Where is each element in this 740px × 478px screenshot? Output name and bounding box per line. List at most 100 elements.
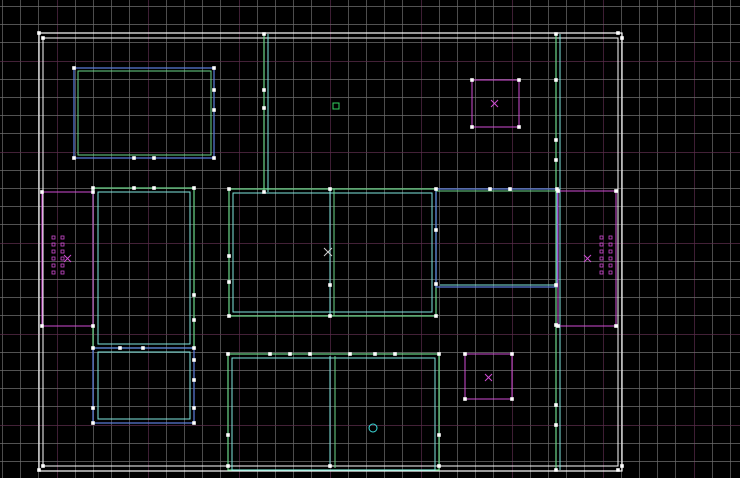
room-center-cross-icon[interactable] (583, 254, 592, 263)
entity-zone-right[interactable] (557, 190, 617, 327)
room-center-cross-icon[interactable] (63, 254, 72, 263)
vertex-handle-icon[interactable] (132, 156, 136, 160)
vertex-handle-icon[interactable] (226, 464, 230, 468)
entity-dot[interactable] (60, 263, 65, 268)
entity-dot[interactable] (608, 249, 613, 254)
entity-dot[interactable] (60, 256, 65, 261)
room-left-lower[interactable] (92, 347, 195, 424)
vertex-handle-icon[interactable] (91, 406, 95, 410)
entity-dot[interactable] (51, 235, 56, 240)
vertex-handle-icon[interactable] (37, 31, 41, 35)
room-top-left-inner[interactable] (77, 70, 212, 156)
vertex-handle-icon[interactable] (40, 190, 44, 194)
entity-dot[interactable] (51, 242, 56, 247)
vertex-handle-icon[interactable] (555, 187, 559, 191)
light-entity-icon[interactable] (332, 102, 340, 110)
vertex-handle-icon[interactable] (227, 187, 231, 191)
vertex-handle-icon[interactable] (463, 397, 467, 401)
room-center-cross-icon[interactable] (490, 99, 499, 108)
vertex-handle-icon[interactable] (192, 346, 196, 350)
vertex-handle-icon[interactable] (91, 421, 95, 425)
vertex-handle-icon[interactable] (508, 187, 512, 191)
vertex-handle-icon[interactable] (437, 352, 441, 356)
room-left-middle-inner[interactable] (97, 191, 191, 345)
vertex-handle-icon[interactable] (91, 346, 95, 350)
vertex-handle-icon[interactable] (554, 403, 558, 407)
vertex-handle-icon[interactable] (328, 187, 332, 191)
vertex-handle-icon[interactable] (510, 352, 514, 356)
room-bottom-center[interactable] (227, 353, 440, 471)
entity-dot[interactable] (51, 263, 56, 268)
vertex-handle-icon[interactable] (620, 36, 624, 40)
entity-dot[interactable] (608, 256, 613, 261)
vertex-handle-icon[interactable] (212, 156, 216, 160)
vertex-handle-icon[interactable] (212, 108, 216, 112)
room-center-cross-icon[interactable] (323, 247, 333, 257)
vertex-handle-icon[interactable] (434, 228, 438, 232)
vertex-handle-icon[interactable] (393, 352, 397, 356)
vertex-handle-icon[interactable] (192, 406, 196, 410)
vertex-handle-icon[interactable] (614, 324, 618, 328)
vertex-handle-icon[interactable] (434, 187, 438, 191)
entity-dot[interactable] (60, 270, 65, 275)
vertex-handle-icon[interactable] (554, 32, 558, 36)
vertex-handle-icon[interactable] (517, 78, 521, 82)
room-bottom-center-inner[interactable] (231, 357, 436, 471)
vertex-handle-icon[interactable] (554, 158, 558, 162)
vertex-handle-icon[interactable] (212, 88, 216, 92)
room-left-middle[interactable] (92, 187, 195, 349)
entity-dot[interactable] (599, 242, 604, 247)
entity-dot[interactable] (599, 249, 604, 254)
entity-dot[interactable] (608, 263, 613, 268)
outer-wall[interactable] (38, 32, 623, 472)
room-center[interactable] (228, 188, 437, 317)
vertex-handle-icon[interactable] (41, 36, 45, 40)
vertex-handle-icon[interactable] (37, 468, 41, 472)
entity-dot[interactable] (51, 256, 56, 261)
vertex-handle-icon[interactable] (227, 314, 231, 318)
entity-dot[interactable] (599, 256, 604, 261)
vertex-handle-icon[interactable] (308, 352, 312, 356)
vertex-handle-icon[interactable] (192, 293, 196, 297)
vertex-handle-icon[interactable] (470, 78, 474, 82)
entity-dot[interactable] (60, 235, 65, 240)
vertex-handle-icon[interactable] (192, 358, 196, 362)
vertex-handle-icon[interactable] (616, 468, 620, 472)
vertex-handle-icon[interactable] (226, 433, 230, 437)
vertex-handle-icon[interactable] (262, 88, 266, 92)
vertex-handle-icon[interactable] (373, 352, 377, 356)
vertex-handle-icon[interactable] (434, 282, 438, 286)
entity-dot[interactable] (51, 270, 56, 275)
vertex-handle-icon[interactable] (192, 378, 196, 382)
vertex-handle-icon[interactable] (434, 314, 438, 318)
vertex-handle-icon[interactable] (517, 125, 521, 129)
vertex-handle-icon[interactable] (554, 138, 558, 142)
vertex-handle-icon[interactable] (41, 464, 45, 468)
vertex-handle-icon[interactable] (40, 324, 44, 328)
vertex-handle-icon[interactable] (556, 189, 560, 193)
vertex-handle-icon[interactable] (488, 187, 492, 191)
vertex-handle-icon[interactable] (554, 468, 558, 472)
entity-dot[interactable] (60, 242, 65, 247)
entity-box-bottom-right[interactable] (464, 353, 513, 400)
entity-dot[interactable] (608, 242, 613, 247)
vertex-handle-icon[interactable] (616, 31, 620, 35)
vertex-handle-icon[interactable] (437, 464, 441, 468)
room-left-lower-inner[interactable] (97, 351, 191, 420)
vertex-handle-icon[interactable] (328, 283, 332, 287)
vertex-handle-icon[interactable] (328, 314, 332, 318)
entity-box-top-right[interactable] (471, 79, 520, 128)
vertex-handle-icon[interactable] (227, 280, 231, 284)
vertex-handle-icon[interactable] (152, 186, 156, 190)
vertex-handle-icon[interactable] (554, 78, 558, 82)
entity-dot[interactable] (60, 249, 65, 254)
vertex-handle-icon[interactable] (510, 397, 514, 401)
entity-dot[interactable] (599, 235, 604, 240)
vertex-handle-icon[interactable] (348, 352, 352, 356)
vertex-handle-icon[interactable] (620, 464, 624, 468)
vertex-handle-icon[interactable] (141, 346, 145, 350)
room-center-inner[interactable] (232, 192, 433, 313)
entity-dot[interactable] (608, 235, 613, 240)
spawn-circle-icon[interactable] (368, 423, 378, 433)
